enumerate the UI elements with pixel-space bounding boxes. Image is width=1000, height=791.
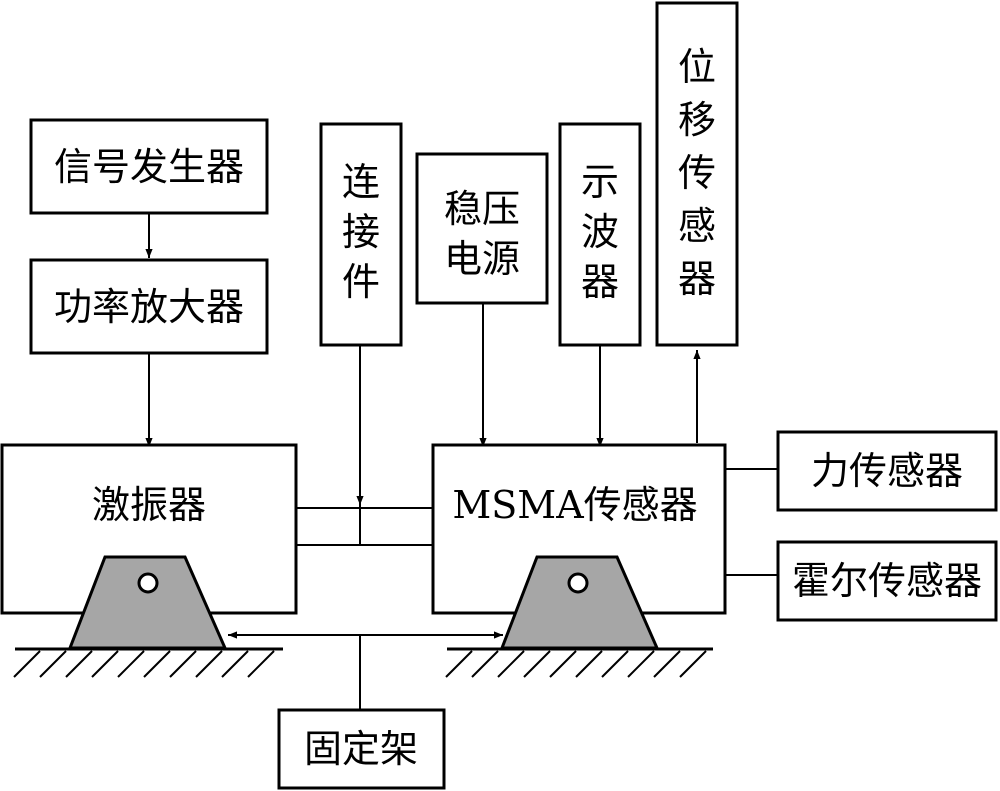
displacement-label-5: 器: [678, 257, 716, 301]
exciter-label: 激振器: [92, 483, 206, 527]
displacement-label-4: 感: [678, 204, 716, 248]
regulated-power-label-1: 稳压: [444, 187, 520, 231]
oscilloscope-box: 示 波 器: [558, 122, 642, 347]
force-sensor-box: 力传感器: [776, 430, 998, 512]
msma-sensor-label: MSMA传感器: [452, 483, 697, 527]
power-amplifier-box: 功率放大器: [29, 258, 269, 355]
oscilloscope-label-2: 波: [581, 210, 619, 254]
fixed-frame-label: 固定架: [304, 727, 418, 771]
displacement-label-1: 位: [678, 45, 716, 89]
force-sensor-label: 力传感器: [811, 449, 963, 493]
displacement-sensor-box: 位 移 传 感 器: [655, 1, 739, 347]
regulated-power-box: 稳压 电源: [415, 152, 549, 305]
displacement-label-2: 移: [678, 98, 716, 142]
connector-label-1: 连: [342, 160, 380, 204]
ground-left: [13, 647, 283, 678]
connector-label-3: 件: [342, 260, 380, 304]
connector-box: 连 接 件: [319, 122, 403, 347]
hall-sensor-label: 霍尔传感器: [792, 559, 982, 603]
ground-right: [445, 647, 713, 678]
fixed-frame-box: 固定架: [277, 708, 446, 790]
signal-generator-box: 信号发生器: [29, 118, 269, 215]
oscilloscope-label-3: 器: [581, 260, 619, 304]
displacement-label-3: 传: [678, 151, 716, 195]
power-amplifier-label: 功率放大器: [54, 285, 244, 329]
connector-label-2: 接: [342, 210, 380, 254]
oscilloscope-label-1: 示: [581, 160, 619, 204]
regulated-power-label-2: 电源: [444, 237, 520, 281]
signal-generator-label: 信号发生器: [54, 145, 244, 189]
hall-sensor-box: 霍尔传感器: [776, 540, 998, 622]
